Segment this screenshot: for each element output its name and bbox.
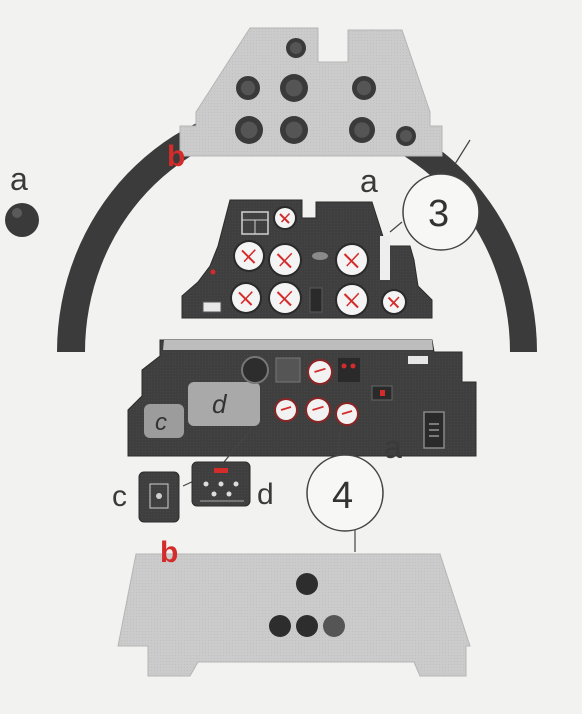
- label-step-4: 4: [332, 475, 353, 517]
- gauge-needle: [346, 252, 360, 267]
- small-plate: [202, 301, 222, 313]
- bottom-knob-mid: [296, 615, 318, 637]
- white-strip: [380, 236, 390, 280]
- compass-bump: [312, 252, 328, 260]
- gauge-face: [276, 400, 296, 420]
- red-lamp-block: [338, 358, 360, 382]
- screen-square: [275, 357, 301, 383]
- gauge-needle: [389, 296, 400, 307]
- label-d-panel: d: [212, 389, 228, 419]
- upper-dial-face: [285, 79, 303, 97]
- label-c-panel: c: [155, 409, 167, 436]
- upper-dial-face: [354, 122, 370, 138]
- label-step-3: 3: [428, 193, 449, 235]
- upper-panel-gauges: [235, 38, 416, 146]
- gauge-needle: [280, 406, 292, 411]
- label-d-detail: d: [257, 478, 274, 511]
- gauge-needle: [280, 212, 291, 223]
- main-panel-gauges: [230, 206, 407, 317]
- red-warning-lamp: [210, 269, 216, 275]
- label-a-lower: a: [384, 429, 402, 465]
- lever-slot: [309, 287, 323, 313]
- upper-dial-face: [400, 130, 412, 142]
- coaming-arc: [57, 100, 537, 352]
- label-b-top: b: [167, 140, 185, 173]
- upper-dial-face: [285, 121, 303, 139]
- upper-dial-face: [240, 80, 256, 96]
- step-4-circle: [306, 454, 384, 532]
- gauge-face: [307, 399, 329, 421]
- leader-3: [389, 221, 403, 233]
- gauge-needle: [314, 367, 326, 373]
- label-a-upper: a: [360, 163, 378, 199]
- gauge-face: [309, 361, 331, 383]
- knob-a: [5, 203, 39, 237]
- step-3-circle: [402, 173, 480, 251]
- bottom-knob-right: [323, 615, 345, 637]
- gauge-needle: [240, 291, 253, 305]
- upper-dial-face: [290, 42, 302, 54]
- gauge-needle: [341, 410, 353, 415]
- label-a-left: a: [10, 161, 28, 197]
- bottom-knob-left: [269, 615, 291, 637]
- gauge-face: [337, 404, 357, 424]
- bottom-knob-top: [296, 573, 318, 595]
- panel-c-shape: [144, 404, 184, 438]
- panel-d-shape: [188, 382, 260, 426]
- label-b-bottom: b: [160, 536, 178, 569]
- upper-dial-face: [356, 80, 372, 96]
- white-tab-right: [408, 356, 428, 364]
- bottom-grey-panel: [117, 553, 471, 677]
- clock-dial: [241, 356, 269, 384]
- leader-3b: [454, 139, 471, 165]
- label-c-detail: c: [112, 480, 127, 513]
- lower-dark-panel: [127, 339, 477, 457]
- leader-4: [337, 427, 341, 461]
- gauge-needle: [243, 249, 256, 263]
- gauge-needle: [346, 292, 360, 307]
- leader-d: [223, 427, 253, 463]
- upper-dial-face: [240, 121, 258, 139]
- knob-a-highlight: [12, 208, 22, 218]
- gauge-needle: [279, 252, 293, 267]
- lower-panel-gauges: [274, 359, 359, 426]
- gauge-needle: [279, 290, 293, 305]
- gauge-needle: [312, 405, 324, 411]
- lower-panel-top-band: [163, 340, 433, 350]
